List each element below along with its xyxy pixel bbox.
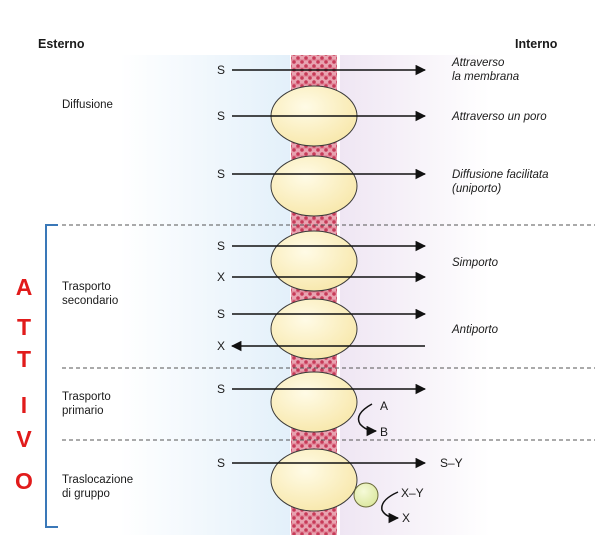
inside-header: Interno [515,37,558,51]
attivo-letter-6: O [15,468,33,494]
molecule-s-antiport: S [217,307,225,321]
category-group-line1: Traslocazione [62,474,133,486]
molecule-x-symport: X [217,270,225,284]
molecule-s-uniport: S [217,167,225,181]
molecule-s-y: S–Y [440,456,463,470]
category-secondary-line2: secondario [62,295,118,307]
molecule-s-primary: S [217,382,225,396]
carrier-ball [353,482,379,508]
primary-pump-protein [270,371,358,433]
arrow-atp-hydrolysis [357,403,378,437]
molecule-x-antiport: X [217,339,225,353]
category-diffusion: Diffusione [62,99,113,111]
desc-antiport: Antiporto [451,324,499,336]
molecule-x-y: X–Y [401,486,424,500]
outside-region [120,55,290,535]
group-translocator-protein [270,448,358,512]
desc-membrane-line1: Attraverso [451,57,505,69]
antiporter-protein [270,298,358,360]
arrow-group-x-release [381,491,400,524]
active-side-label: A T T I V O [15,274,33,494]
transport-arrows [230,64,427,524]
molecule-x-released: X [402,511,410,525]
category-primary-line2: primario [62,405,104,417]
outside-header: Esterno [38,37,85,51]
desc-pore: Attraverso un poro [451,111,547,123]
attivo-letter-2: T [17,314,31,340]
section-dividers [62,224,595,441]
desc-facilitated-line1: Diffusione facilitata [452,169,549,181]
inside-region [340,55,490,535]
symporter-protein [270,230,358,292]
category-secondary-line1: Trasporto [62,281,111,293]
molecule-a: A [380,399,388,413]
uniporter-protein [270,155,358,217]
category-group-line2: di gruppo [62,488,110,500]
molecule-s-pore: S [217,109,225,123]
desc-symport: Simporto [452,257,499,269]
attivo-letter-5: V [16,426,32,452]
active-bracket [45,224,58,528]
molecule-s-symport: S [217,239,225,253]
desc-membrane-line2: la membrana [452,71,519,83]
attivo-letter-4: I [21,392,27,418]
category-primary-line1: Trasporto [62,391,111,403]
molecule-s-group: S [217,456,225,470]
molecule-s-membrane: S [217,63,225,77]
attivo-letter-3: T [17,346,31,372]
desc-facilitated-line2: (uniporto) [452,183,501,195]
attivo-letter-1: A [16,274,33,300]
molecule-b: B [380,425,388,439]
